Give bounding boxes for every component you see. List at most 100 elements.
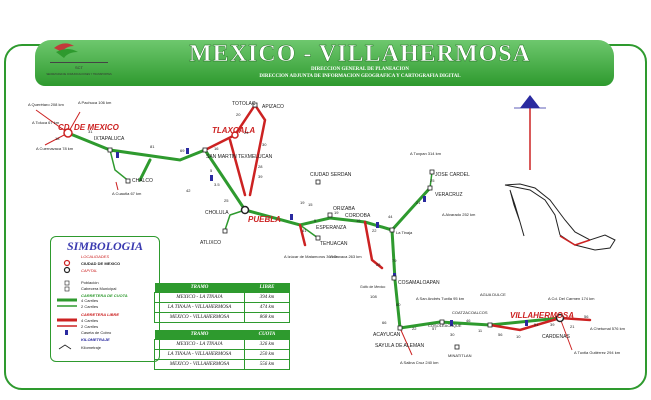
capital-symbol-icon <box>63 259 71 267</box>
town-marker <box>454 344 460 350</box>
poblacion-symbol-icon <box>64 280 70 286</box>
dest-queretaro: A Querétaro 208 km <box>28 102 64 107</box>
town-marker <box>389 227 395 233</box>
dest-tuxtla: A Tuxtla Gutiérrez 294 km <box>574 350 621 355</box>
north-arrow-icon <box>514 95 546 170</box>
legend-panel: SIMBOLOGIA LOCALIDADES CIUDAD DE MEXICO … <box>50 236 160 362</box>
town-marker <box>391 275 397 281</box>
label-sayula: SAYULA DE ALEMAN <box>375 343 424 349</box>
dest-cuautla: A Cuautla 67 km <box>112 191 142 196</box>
toll-booth <box>290 214 293 220</box>
km-marker: 18 <box>55 136 60 141</box>
capital-marker-tlaxcala <box>231 131 239 139</box>
free-road-cholula <box>224 209 246 231</box>
town-marker <box>222 228 228 234</box>
dest-izucar: A Izúcar de Matamoros 36 km <box>284 254 338 259</box>
legend-symbols <box>57 259 77 350</box>
town-marker <box>427 185 433 191</box>
km-marker: 22 <box>372 228 377 233</box>
label-esperanza: ESPERANZA <box>316 225 347 231</box>
label-acayucan: ACAYUCAN <box>373 332 401 338</box>
free-road-chalco <box>109 149 131 183</box>
free-road-tehuacan <box>299 224 319 239</box>
label-coatzacoalcos: COATZACOALCOS <box>452 310 488 315</box>
label-veracruz: VERACRUZ <box>435 192 463 198</box>
km-marker: 5 <box>210 168 213 173</box>
km-marker: 11 <box>478 328 483 333</box>
toll-booth <box>210 175 213 181</box>
label-minatitlan: MINATITLAN <box>448 353 472 358</box>
toll-road-mexico-puebla <box>66 131 247 212</box>
toll-road-branch <box>138 158 152 182</box>
table-libre: TRAMO LIBRE MEXICO - LA TINAJA 394 km LA… <box>154 283 290 323</box>
km-marker: 56 <box>584 314 589 319</box>
legend-cdmx: CIUDAD DE MEXICO <box>81 261 121 266</box>
km-marker: 66 <box>382 320 387 325</box>
legend-capital: CAPITAL <box>81 268 98 273</box>
label-cosamaloapan: COSAMALOAPAN <box>398 280 440 286</box>
km-marker: 41 <box>302 228 307 233</box>
legend-poblacion: Población <box>81 280 99 285</box>
label-atlixco: ATLIXCO <box>200 240 221 246</box>
km-marker: 57 <box>432 326 437 331</box>
libre-km: 868 km <box>244 312 290 323</box>
toll-booth <box>186 148 189 154</box>
toll-booth <box>450 320 453 326</box>
label-totolac: TOTOLAC <box>232 101 256 107</box>
km-marker: 3.5 <box>214 182 220 187</box>
mexico-inset-map <box>504 183 616 251</box>
label-golfo: Golfo de Mexico <box>360 285 385 289</box>
label-apizaco: APIZACO <box>262 104 284 110</box>
subtitle-2: DIRECCION ADJUNTA DE INFORMACION GEOGRAF… <box>259 74 461 79</box>
label-cardel: JOSE CARDEL <box>435 172 470 178</box>
label-serdan: CIUDAD SERDAN <box>310 172 352 178</box>
km-marker: 28 <box>258 164 263 169</box>
km-marker: 79 <box>392 258 397 263</box>
legend-libre-4: 4 Carriles <box>81 318 99 323</box>
legend-cuota-heading: CARRETERA DE CUOTA <box>81 293 128 298</box>
toll-booth <box>116 152 119 158</box>
town-marker <box>125 178 131 184</box>
town-marker <box>397 325 403 331</box>
distance-tables: TRAMO LIBRE MEXICO - LA TINAJA 394 km LA… <box>154 283 290 370</box>
free-road-thin-4 <box>115 181 119 191</box>
subtitle-1: DIRECCION GENERAL DE PLANEACION <box>311 67 409 72</box>
free-road-south <box>298 223 307 247</box>
label-texmelucan: SAN MARTIN TEXMELUCAN <box>206 154 273 160</box>
label-cholula: CHOLULA <box>205 210 229 216</box>
label-cdmx: CD. DE MEXICO <box>58 123 120 132</box>
km-marker: 25 <box>224 198 229 203</box>
dest-cuernavaca: A Cuernavaca 78 km <box>36 146 74 151</box>
km-marker: 26 <box>376 262 381 267</box>
km-marker: 44 <box>388 214 393 219</box>
dest-oaxaca: A Oaxaca 263 km <box>330 254 362 259</box>
dest-alvarado: A Alvarado 252 km <box>442 212 476 217</box>
town-marker <box>315 179 321 185</box>
km-marker: 69 <box>180 148 185 153</box>
km-marker: 19 <box>334 210 339 215</box>
km-marker: 21 <box>416 200 421 205</box>
table-cuota: TRAMO CUOTA MEXICO - LA TINAJA 326 km LA… <box>154 330 290 370</box>
km-marker: 81 <box>150 144 155 149</box>
label-puebla: PUEBLA <box>248 215 281 224</box>
cabecera-symbol-icon <box>64 286 70 292</box>
km-marker: 46 <box>466 318 471 323</box>
km-marker: 31 <box>88 129 93 134</box>
km-marker: 19 <box>300 200 305 205</box>
capital-marker-puebla <box>240 205 250 215</box>
free-road-cardel <box>429 171 433 189</box>
km-marker: 24 <box>244 130 249 135</box>
logo-text-2: SECRETARIA DE COMUNICACIONES Y TRANSPORT… <box>46 73 112 76</box>
label-villahermosa: VILLAHERMOSA <box>510 311 574 320</box>
town-marker <box>202 147 208 153</box>
label-cosoleacaque: COSOLEACAQUE <box>428 323 462 328</box>
legend-libre-heading: CARRETERA LIBRE <box>81 312 120 317</box>
town-marker <box>327 212 333 218</box>
km-marker: 25 <box>430 178 435 183</box>
cuota-km: 556 km <box>244 359 290 370</box>
free-road-red-2 <box>228 138 247 197</box>
free-road-thin-5 <box>399 327 413 356</box>
km-marker: 80 <box>396 302 401 307</box>
km-marker: 15 <box>308 202 313 207</box>
